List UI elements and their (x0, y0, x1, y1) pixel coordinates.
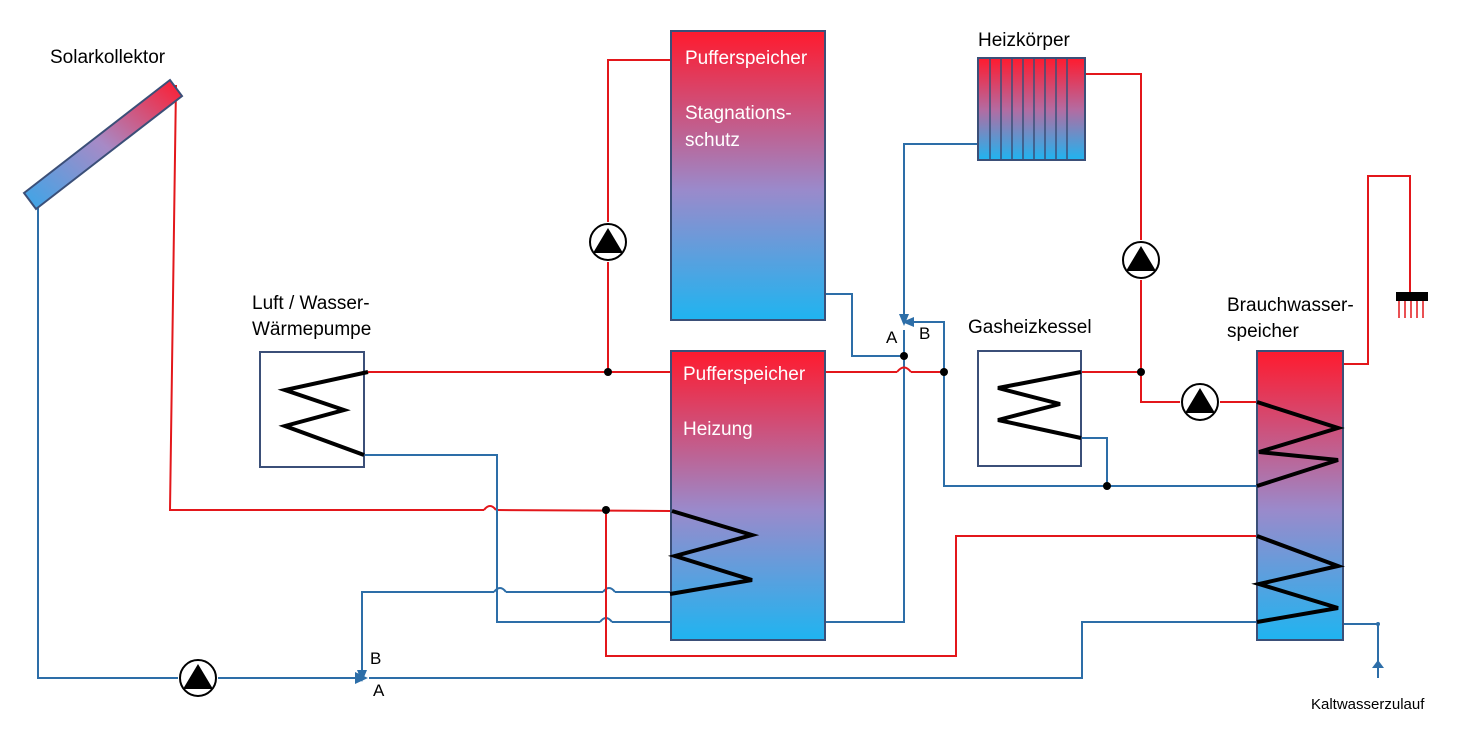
valve-upper-b-label: B (919, 324, 930, 343)
buffer-heating-label-line2: Heizung (683, 419, 753, 440)
pump-icon (1122, 241, 1160, 279)
buffer-tank-stagnation: Pufferspeicher Stagnations- schutz (670, 30, 826, 321)
pipes (37, 59, 1411, 679)
cold-water-inlet: Kaltwasserzulauf (1311, 660, 1425, 713)
hotwater-lower-coil-icon (1251, 534, 1345, 624)
solar-return-pipe (37, 205, 178, 679)
solar-collector: Solarkollektor (22, 47, 184, 211)
heatpump-coil-icon (277, 370, 369, 457)
solar-collector-label: Solarkollektor (50, 47, 166, 68)
buffer-tank-heating: Pufferspeicher Heizung (667, 350, 826, 641)
solar-supply-pipe (168, 84, 484, 511)
hotwater-label-line2: speicher (1227, 321, 1299, 342)
cold-water-label: Kaltwasserzulauf (1311, 696, 1425, 713)
gas-boiler-label: Gasheizkessel (968, 317, 1092, 338)
buffer-coil-icon (667, 509, 760, 596)
valve-lower-b-label: B (370, 649, 381, 668)
shower-icon (1396, 292, 1428, 318)
heatpump-label-line2: Wärmepumpe (252, 319, 371, 340)
pump-icon (179, 659, 217, 697)
buffer-heating-label-line1: Pufferspeicher (683, 364, 806, 385)
valve-icon: A B (886, 314, 930, 347)
gas-boiler: Gasheizkessel (968, 317, 1092, 467)
buffer-top-label-line3: schutz (685, 130, 740, 151)
gas-boiler-coil-icon (997, 370, 1082, 440)
heatpump-return-pipe (364, 454, 600, 623)
radiator-label: Heizkörper (978, 30, 1071, 51)
valve-lower-a-label: A (373, 681, 385, 700)
pump-icon (1181, 383, 1219, 421)
hotwater-upper-coil-icon (1256, 400, 1345, 488)
hotwater-label-line1: Brauchwasser- (1227, 295, 1354, 316)
hot-water-tank: Brauchwasser- speicher (1227, 295, 1354, 641)
heatpump-label-line1: Luft / Wasser- (252, 293, 370, 314)
valve-icon: B A (355, 649, 385, 700)
valve-upper-a-label: A (886, 328, 898, 347)
junctions (602, 352, 1380, 626)
buffer-top-label-line1: Pufferspeicher (685, 48, 808, 69)
arrow-up-icon (1372, 660, 1384, 668)
pump-icon (589, 223, 627, 261)
radiator: Heizkörper (977, 30, 1086, 161)
buffer-top-label-line2: Stagnations- (685, 103, 792, 124)
heat-pump: Luft / Wasser- Wärmepumpe (252, 293, 371, 468)
